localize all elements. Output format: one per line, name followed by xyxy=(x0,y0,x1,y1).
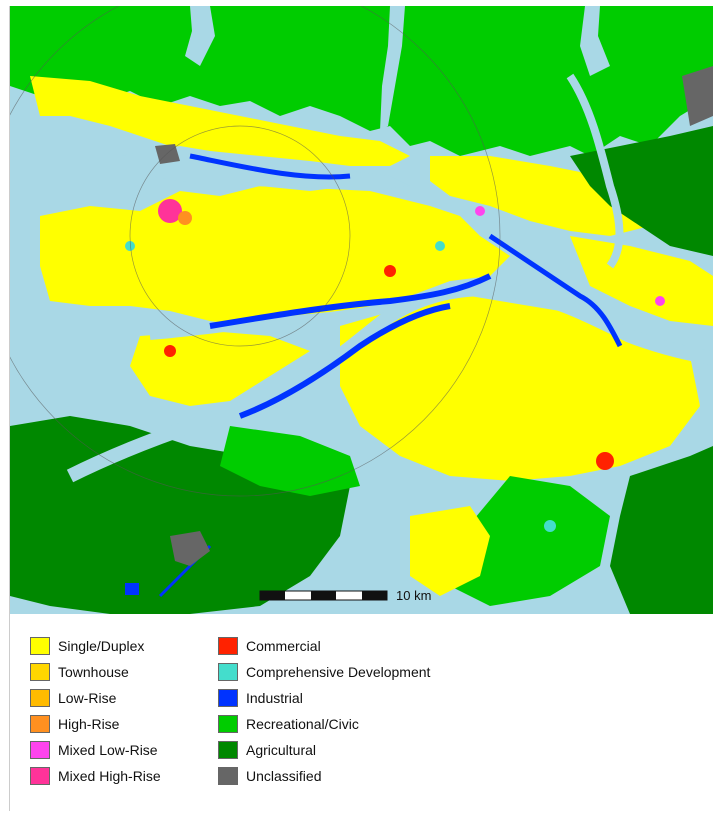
swatch-unclassified xyxy=(218,767,238,785)
north-inlet xyxy=(185,6,215,66)
legend-item-low-rise: Low-Rise xyxy=(30,687,116,709)
south-park xyxy=(450,476,610,606)
legend-item-mixed-low-rise: Mixed Low-Rise xyxy=(30,739,158,761)
downtown-highrise xyxy=(178,211,192,225)
langley-residential xyxy=(570,236,713,326)
legend-item-mixed-high-rise: Mixed High-Rise xyxy=(30,765,161,787)
scale-bar: 10 km xyxy=(259,588,431,603)
port-terminal xyxy=(125,583,139,595)
swatch-agricultural xyxy=(218,741,238,759)
north-shore-residential xyxy=(30,76,410,166)
white-rock-area xyxy=(410,506,490,596)
industrial-river-north xyxy=(209,273,492,329)
pitt-river xyxy=(580,6,610,76)
southeast-agricultural xyxy=(610,446,713,614)
legend-item-single-duplex: Single/Duplex xyxy=(30,635,144,657)
map-legend: Single/Duplex Townhouse Low-Rise High-Ri… xyxy=(30,635,690,800)
fraser-north-arm xyxy=(149,297,421,340)
legend-item-townhouse: Townhouse xyxy=(30,661,129,683)
industrial-port xyxy=(488,233,623,348)
swatch-industrial xyxy=(218,689,238,707)
industrial-inlet xyxy=(189,153,351,180)
distance-ring-outer xyxy=(10,6,501,497)
swatch-high-rise xyxy=(30,715,50,733)
metrotown-commercial xyxy=(384,265,396,277)
frame-border xyxy=(9,6,10,811)
surrey-residential xyxy=(340,296,700,481)
swatch-recreational-civic xyxy=(218,715,238,733)
industrial-river-south xyxy=(238,303,451,419)
richmond-commercial xyxy=(164,345,176,357)
cd-zone-3 xyxy=(125,241,135,251)
vancouver-residential xyxy=(40,186,510,326)
map-canvas: 10 km xyxy=(10,6,713,614)
cd-zone-2 xyxy=(544,520,556,532)
coquitlam-mixed xyxy=(475,206,485,216)
legend-item-industrial: Industrial xyxy=(218,687,303,709)
north-shore-parkland xyxy=(10,6,713,156)
cd-zone-1 xyxy=(435,241,445,251)
legend-item-high-rise: High-Rise xyxy=(30,713,119,735)
swatch-mixed-low-rise xyxy=(30,741,50,759)
legend-item-commercial: Commercial xyxy=(218,635,321,657)
distance-ring-inner xyxy=(129,125,351,347)
swatch-single-duplex xyxy=(30,637,50,655)
fraser-river xyxy=(66,282,713,483)
swatch-commercial xyxy=(218,637,238,655)
legend-item-unclassified: Unclassified xyxy=(218,765,321,787)
legend-item-agricultural: Agricultural xyxy=(218,739,316,761)
delta-park xyxy=(220,426,360,496)
swatch-low-rise xyxy=(30,689,50,707)
indian-arm xyxy=(380,6,405,131)
northeast-unclassified xyxy=(682,66,713,126)
swatch-comprehensive-development xyxy=(218,663,238,681)
swatch-mixed-high-rise xyxy=(30,767,50,785)
airport-unclassified xyxy=(170,531,210,566)
land-use-map[interactable]: 10 km xyxy=(10,6,713,614)
pitt-river-channel xyxy=(566,73,624,269)
legend-item-recreational-civic: Recreational/Civic xyxy=(218,713,359,735)
tri-cities-residential xyxy=(430,156,670,236)
top-strip xyxy=(0,0,717,6)
downtown-mixed-highrise xyxy=(158,199,182,223)
langley-mixed xyxy=(655,296,665,306)
scale-label: 10 km xyxy=(396,588,431,603)
swatch-townhouse xyxy=(30,663,50,681)
legend-item-comprehensive-development: Comprehensive Development xyxy=(218,661,430,683)
surrey-centre-commercial xyxy=(596,452,614,470)
